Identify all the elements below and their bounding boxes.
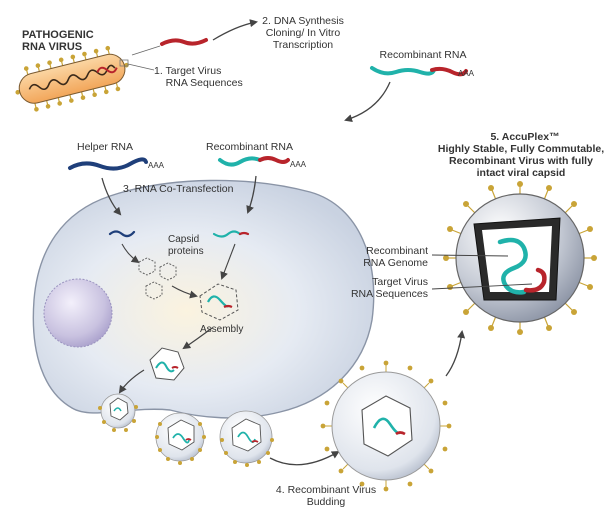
recombinant-rna-top: [370, 66, 468, 77]
dna-synthesis-label: 2. DNA Synthesis Cloning/ In Vitro Trans…: [262, 15, 344, 51]
assembly-label: Assembly: [200, 324, 244, 335]
arrow-recomb-down: [246, 175, 257, 214]
arrow-recomb-to-assembly: [220, 243, 236, 280]
arrow-budding: [269, 450, 340, 466]
pathogenic-virus-icon: [15, 45, 129, 112]
assembly-particle: [199, 283, 239, 321]
target-callout-line: [131, 45, 161, 56]
arrow-assembly-down: [182, 327, 213, 350]
capsid-proteins-label: Capsid proteins: [168, 234, 204, 257]
arrow-to-capsid: [121, 243, 140, 264]
target-sequences-label: 1. Target Virus RNA Sequences: [154, 65, 243, 89]
budding-label: 4. Recombinant Virus Budding: [275, 484, 377, 508]
arrow-synthesis: [212, 19, 258, 41]
bud-2: [155, 412, 206, 465]
arrow-to-accuplex: [445, 330, 466, 377]
bud-3: [219, 410, 274, 467]
recombinant-rna-in-cell: [212, 230, 250, 238]
target-virus-sequences-label: Target Virus RNA Sequences: [350, 276, 428, 300]
nucleus: [43, 278, 113, 348]
arrow-capsid-to-assembly: [171, 285, 198, 299]
recombinant-poly-a-label: AAA: [290, 160, 307, 169]
helper-rna-in-cell: [108, 230, 136, 238]
accuplex-title: 5. AccuPlex™: [490, 131, 560, 143]
capsid-proteins: [138, 257, 177, 300]
recombinant-rna-top-label: Recombinant RNA: [379, 49, 467, 61]
pathogenic-virus-label: PATHOGENIC RNA VIRUS: [22, 29, 94, 53]
arrow-capsid-to-bud: [118, 369, 145, 394]
accuplex-virus: [443, 181, 597, 335]
cotransfection-label: 3. RNA Co-Transfection: [123, 183, 234, 195]
target-seq-callout-line: [431, 283, 533, 290]
helper-poly-a-label: AAA: [148, 161, 165, 170]
poly-a-tail-label: AAA: [458, 69, 475, 78]
complete-capsid: [149, 347, 185, 381]
helper-rna-strand: [68, 157, 148, 171]
recombinant-rna-mid-label: Recombinant RNA: [206, 141, 293, 153]
released-virus: [320, 360, 452, 492]
target-callout-line-2: [127, 63, 155, 71]
arrow-to-transfection: [344, 81, 391, 123]
bud-1: [98, 393, 138, 432]
recombinant-rna-mid: [218, 156, 290, 167]
helper-rna-label: Helper RNA: [77, 141, 134, 153]
recombinant-genome-label: Recombinant RNA Genome: [363, 245, 428, 269]
arrow-helper-down: [101, 177, 122, 216]
genome-callout-line: [431, 254, 509, 257]
target-rna-segment: [160, 38, 208, 46]
accuplex-description: Highly Stable, Fully Commutable, Recombi…: [437, 143, 605, 179]
